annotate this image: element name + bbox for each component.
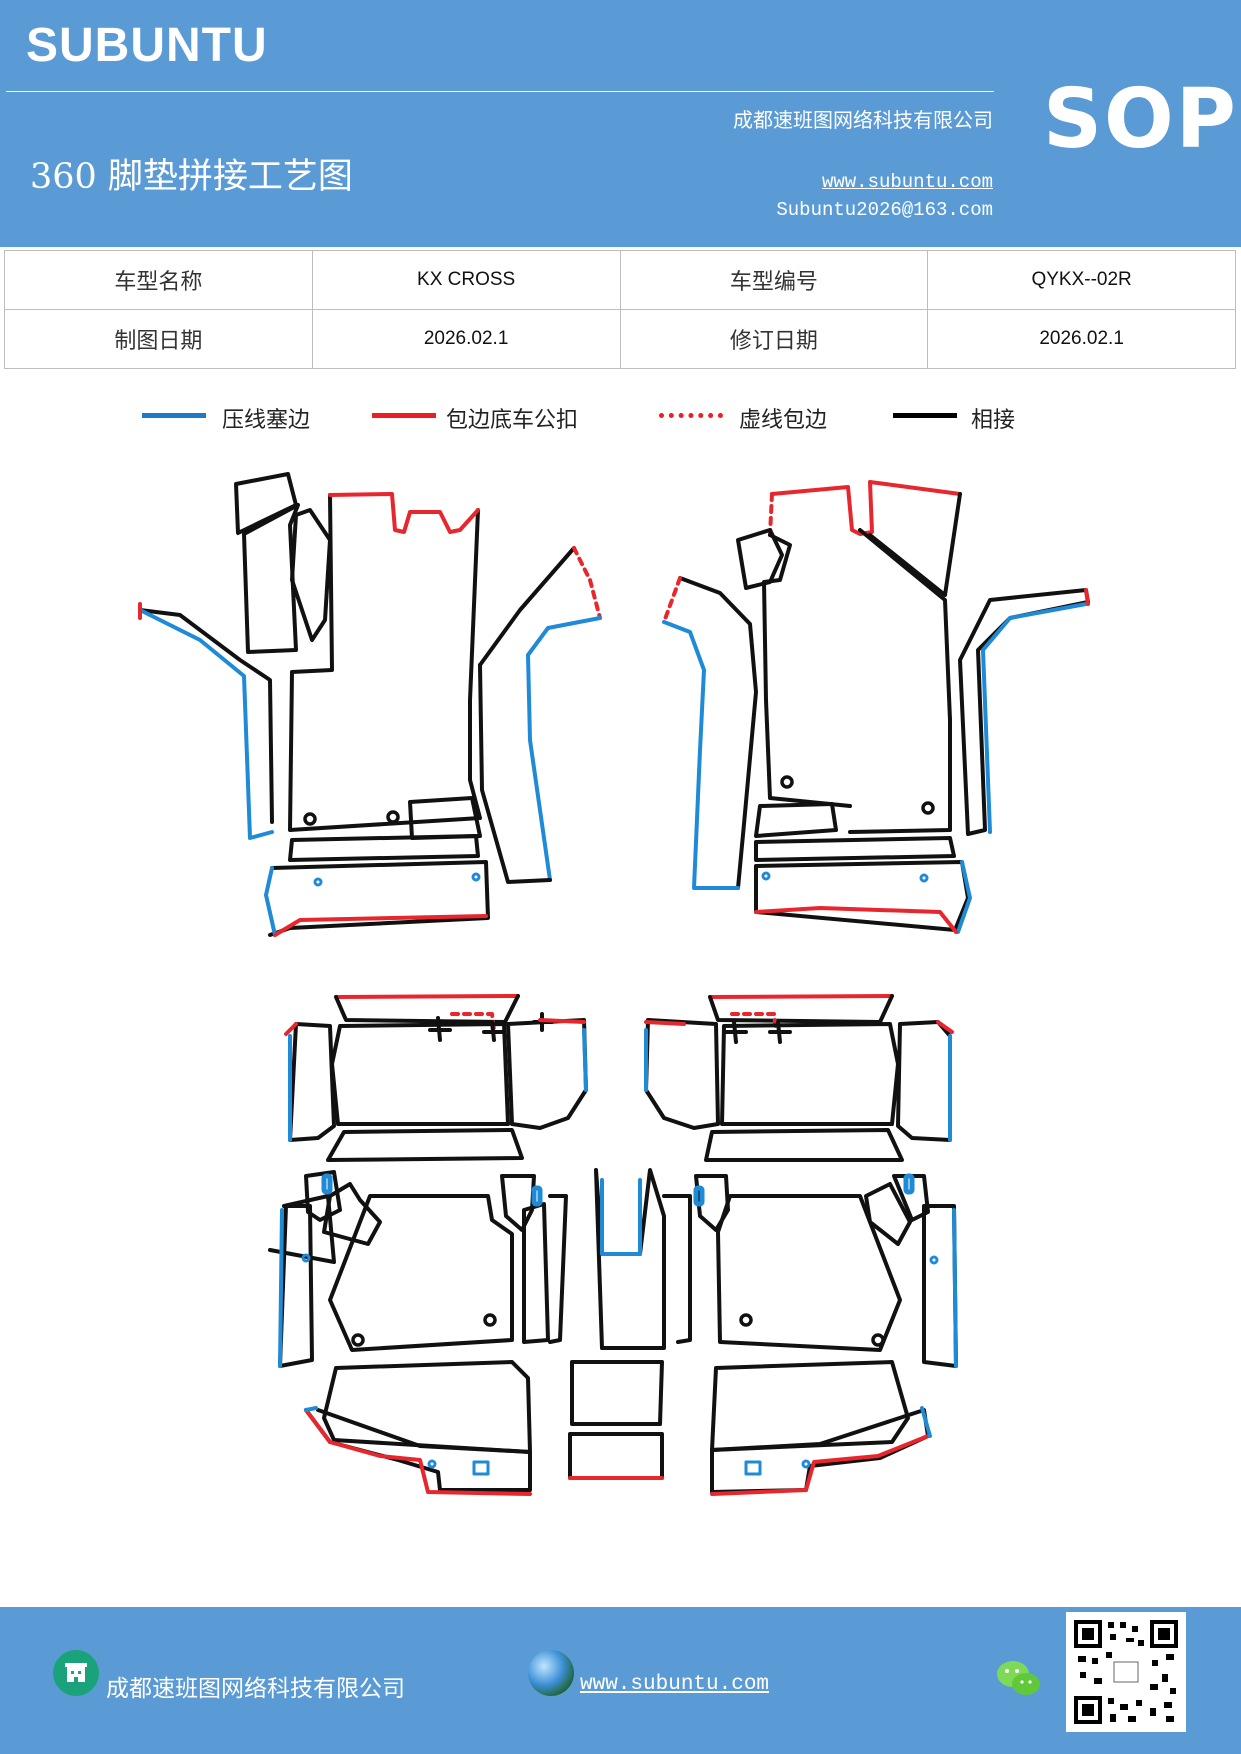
- legend-swatch-red-dotted: [659, 413, 723, 418]
- table-row: 制图日期 2026.02.1 修订日期 2026.02.1: [4, 309, 1236, 369]
- company-name: 成都速班图网络科技有限公司: [733, 108, 993, 132]
- model-code-value: QYKX--02R: [927, 250, 1236, 310]
- brand-logo: SUBUNTU: [26, 19, 268, 72]
- revision-date-value: 2026.02.1: [927, 309, 1236, 369]
- header-divider: [6, 91, 994, 92]
- legend-swatch-blue: [142, 413, 206, 418]
- floor-mat-diagram: [138, 472, 1090, 1496]
- legend: 压线塞边 包边底车公扣 虚线包边 相接: [0, 398, 1241, 438]
- page-header: SUBUNTU 成都速班图网络科技有限公司 360 脚垫拼接工艺图 www.su…: [0, 0, 1241, 247]
- footer-website-link[interactable]: www.subuntu.com: [580, 1673, 770, 1696]
- legend-swatch-black: [893, 413, 957, 418]
- legend-label: 虚线包边: [739, 408, 828, 433]
- draw-date-value: 2026.02.1: [311, 309, 621, 369]
- page-footer: 成都速班图网络科技有限公司 www.subuntu.com: [0, 1607, 1241, 1754]
- legend-swatch-red: [372, 413, 436, 418]
- model-code-label: 车型编号: [619, 250, 929, 310]
- footer-company-name: 成都速班图网络科技有限公司: [106, 1676, 405, 1702]
- front-left-mats: [138, 472, 602, 937]
- legend-label: 压线塞边: [222, 408, 311, 433]
- table-row: 车型名称 KX CROSS 车型编号 QYKX--02R: [4, 250, 1236, 310]
- legend-label: 相接: [971, 408, 1016, 433]
- revision-date-label: 修订日期: [619, 309, 929, 369]
- legend-label: 包边底车公扣: [446, 408, 579, 433]
- draw-date-label: 制图日期: [4, 309, 313, 369]
- sop-badge: SOP: [1043, 72, 1238, 167]
- rear-left-mats: [268, 994, 588, 1496]
- rear-right-mats: [644, 994, 958, 1496]
- website-link[interactable]: www.subuntu.com: [821, 171, 993, 193]
- center-console-mats: [568, 1168, 666, 1480]
- vehicle-info-table: 车型名称 KX CROSS 车型编号 QYKX--02R 制图日期 2026.0…: [4, 250, 1236, 369]
- front-right-mats: [662, 480, 1090, 934]
- qr-code[interactable]: [1066, 1612, 1186, 1732]
- model-name-label: 车型名称: [4, 250, 313, 310]
- building-icon: [53, 1650, 99, 1696]
- wechat-icon[interactable]: [995, 1657, 1043, 1701]
- email-address: Subuntu2026@163.com: [776, 199, 993, 221]
- document-title: 360 脚垫拼接工艺图: [30, 157, 353, 197]
- model-name-value: KX CROSS: [311, 250, 621, 310]
- globe-icon: [528, 1650, 574, 1696]
